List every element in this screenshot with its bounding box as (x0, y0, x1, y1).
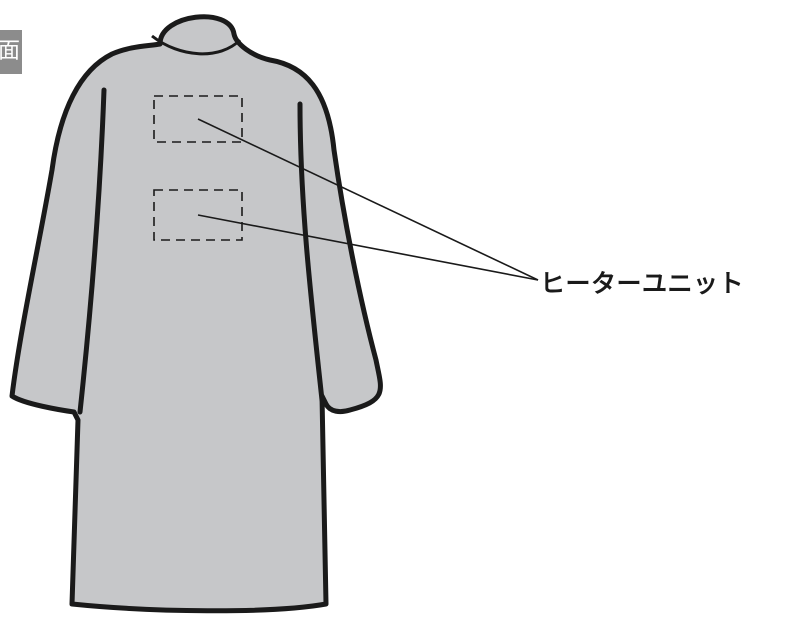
coat-body (9, 14, 383, 614)
section-badge-text: 面 (0, 39, 20, 64)
left-sleeve-seam (77, 87, 107, 415)
leader-line-upper (197, 118, 539, 281)
heater-unit-lower (153, 189, 243, 241)
heater-unit-upper (153, 95, 243, 143)
heater-unit-label: ヒーターユニット (540, 269, 745, 298)
section-badge: 面 (0, 30, 22, 74)
leader-line-lower (197, 214, 539, 281)
collar-line (151, 34, 242, 56)
right-sleeve-seam (297, 101, 325, 403)
